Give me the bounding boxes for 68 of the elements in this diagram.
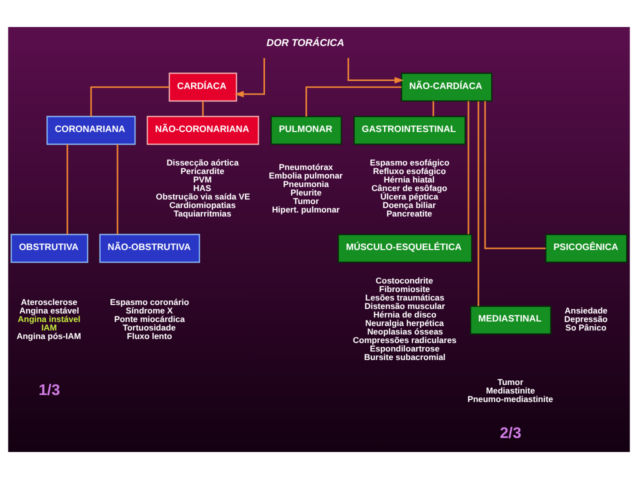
node-label: Costocondrite xyxy=(376,276,434,286)
node-label: Hipert. pulmonar xyxy=(272,204,340,214)
node-label: Tumor xyxy=(293,196,319,206)
node-box: MEDIASTINAL xyxy=(470,306,552,335)
node-box: CORONARIANA xyxy=(46,116,136,145)
node-label: Refluxo esofágico xyxy=(372,166,446,176)
node-label: Cardiomiopatias xyxy=(169,200,236,210)
node-label: HAS xyxy=(193,183,212,194)
connector xyxy=(306,86,402,116)
connector xyxy=(432,101,434,116)
connector xyxy=(468,101,470,234)
node-label: Ponte miocárdica xyxy=(114,314,185,324)
node-label: Depressão xyxy=(564,314,608,324)
node-label: PVM xyxy=(193,174,212,185)
arrow xyxy=(348,58,404,84)
node-label: Angina estável xyxy=(19,305,80,316)
node-label: Pancreatite xyxy=(386,208,432,219)
node-label: Bursite subacromial xyxy=(364,352,446,362)
node-box: NÃO-OBSTRUTIVA xyxy=(99,234,200,263)
node-box: MÚSCULO-ESQUELÉTICA xyxy=(338,234,472,263)
node-label: Taquiarritmias xyxy=(174,208,232,219)
connector xyxy=(66,144,68,234)
node-label: Pericardite xyxy=(180,166,224,176)
arrow xyxy=(234,58,265,98)
node-label: Aterosclerose xyxy=(20,296,78,307)
node-label: Neoplasias ósseas xyxy=(367,326,444,337)
node-label: Úlcera péptica xyxy=(380,192,438,202)
node-label: Angina pós-IAM xyxy=(16,330,82,341)
node-label: Câncer de esôfago xyxy=(371,183,448,194)
node-label: Doença biliar xyxy=(382,200,436,210)
node-label: Pneumo-mediastinite xyxy=(467,394,554,404)
node-label: Síndrome X xyxy=(126,305,173,316)
node-label: IAM xyxy=(41,322,57,332)
node-box: GASTROINTESTINAL xyxy=(353,116,466,145)
node-label: Distensão muscular xyxy=(364,301,445,312)
node-label: Lesões traumáticas xyxy=(365,292,444,303)
node-label: Espondiloartrose xyxy=(370,344,440,354)
node-label: Espasmo coronário xyxy=(110,296,190,307)
node-text: DOR TORÁCICA xyxy=(266,38,344,49)
node-label: Obstrução via saída VE xyxy=(156,192,250,202)
node-label: Embolia pulmonar xyxy=(268,170,343,180)
node-label: Hérnia hiatal xyxy=(384,174,435,185)
node-box: NÃO-CORONARIANA xyxy=(146,116,260,145)
connector xyxy=(202,101,204,116)
node-label: Tortuosidade xyxy=(122,322,176,332)
label: 2/3 xyxy=(500,425,522,442)
node-box: PULMONAR xyxy=(270,116,342,145)
node-label: Hérnia de disco xyxy=(373,310,436,320)
node-label: Ansiedade xyxy=(564,305,608,316)
node-label: Fibromiosite xyxy=(379,284,430,294)
node-label: Compressões radiculares xyxy=(352,335,456,346)
node-box: NÃO-CARDÍACA xyxy=(400,72,492,102)
connector xyxy=(478,101,480,306)
node-label: Pneumotórax xyxy=(278,162,334,172)
node-box: PSICOGÊNICA xyxy=(545,234,628,263)
connector xyxy=(484,101,546,250)
node-label: Fluxo lento xyxy=(126,330,172,341)
node-label: Espasmo esofágico xyxy=(370,158,450,168)
node-box: OBSTRUTIVA xyxy=(10,234,88,263)
connector xyxy=(116,144,118,234)
label: 1/3 xyxy=(38,382,60,399)
connector xyxy=(90,86,170,116)
node-label: Dissecção aórtica xyxy=(166,158,239,168)
node-box: CARDÍACA xyxy=(168,72,238,102)
node-label: Tumor xyxy=(498,377,524,388)
node-label: Neuralgia herpética xyxy=(365,318,444,328)
node-label: Mediastinite xyxy=(486,386,535,396)
node-label: Pleurite xyxy=(290,187,322,198)
